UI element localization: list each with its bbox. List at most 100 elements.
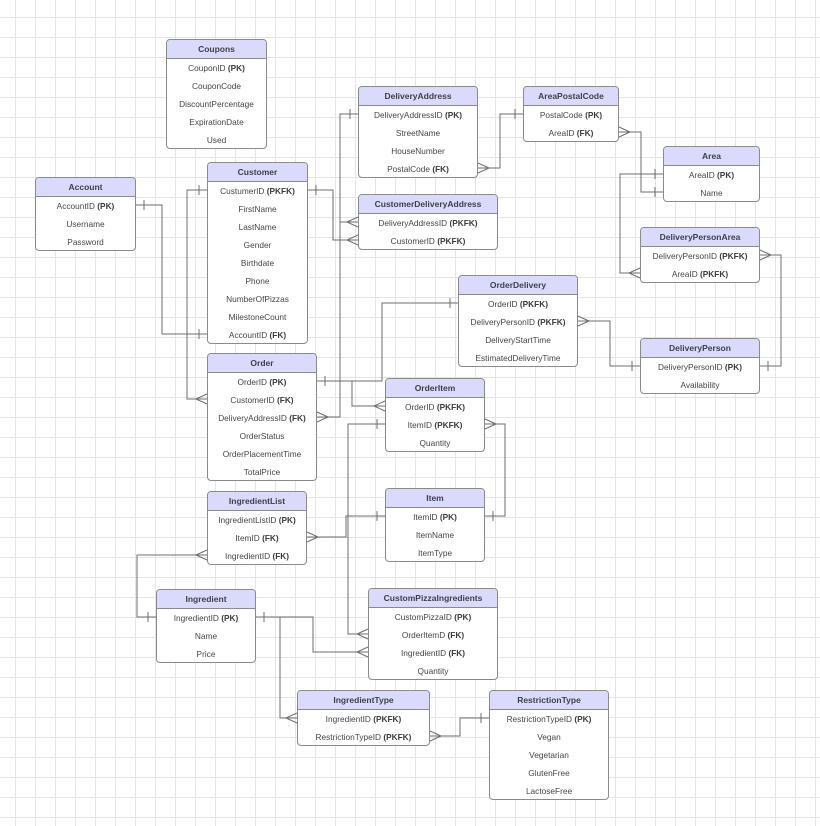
attribute-row[interactable]: DeliveryPersonID (PK) <box>641 358 759 376</box>
entity-title[interactable]: CustomPizzaIngredients <box>369 589 497 608</box>
attribute-row[interactable]: DeliveryStartTime <box>459 331 577 349</box>
attribute-row[interactable]: LastName <box>208 218 307 236</box>
attribute-row[interactable]: PostalCode (PK) <box>524 106 618 124</box>
attribute-row[interactable]: MilestoneCount <box>208 308 307 326</box>
entity-title[interactable]: DeliveryPerson <box>641 339 759 358</box>
attribute-row[interactable]: IngredientListID (PK) <box>208 511 306 529</box>
entity-title[interactable]: OrderItem <box>386 379 484 398</box>
attribute-row[interactable]: CouponID (PK) <box>167 59 266 77</box>
attribute-row[interactable]: Username <box>36 215 135 233</box>
attribute-row[interactable]: Name <box>664 184 759 201</box>
attribute-row[interactable]: AreaID (FK) <box>524 124 618 141</box>
attribute-row[interactable]: PostalCode (FK) <box>359 160 477 177</box>
entity-title[interactable]: Account <box>36 178 135 197</box>
attribute-row[interactable]: DeliveryAddressID (PK) <box>359 106 477 124</box>
entity-title[interactable]: DeliveryPersonArea <box>641 228 759 247</box>
attribute-row[interactable]: DeliveryPersonID (PKFK) <box>641 247 759 265</box>
attribute-row[interactable]: OrderPlacementTime <box>208 445 316 463</box>
entity-title[interactable]: Order <box>208 354 316 373</box>
attribute-row[interactable]: OrderStatus <box>208 427 316 445</box>
attribute-row[interactable]: DeliveryAddressID (PKFK) <box>359 214 497 232</box>
attribute-row[interactable]: Vegan <box>490 728 608 746</box>
attribute-row[interactable]: NumberOfPizzas <box>208 290 307 308</box>
entity-title[interactable]: DeliveryAddress <box>359 87 477 106</box>
entity-title[interactable]: Coupons <box>167 40 266 59</box>
entity-title[interactable]: IngredientType <box>298 691 429 710</box>
attribute-row[interactable]: Vegetarian <box>490 746 608 764</box>
attribute-row[interactable]: Birthdate <box>208 254 307 272</box>
entity-title[interactable]: IngredientList <box>208 492 306 511</box>
entity-title[interactable]: AreaPostalCode <box>524 87 618 106</box>
attribute-row[interactable]: Gender <box>208 236 307 254</box>
attribute-row[interactable]: DeliveryPersonID (PKFK) <box>459 313 577 331</box>
attribute-row[interactable]: CustomerID (PKFK) <box>359 232 497 249</box>
attribute-row[interactable]: OrderID (PK) <box>208 373 316 391</box>
attribute-row[interactable]: CustomerID (FK) <box>208 391 316 409</box>
attribute-row[interactable]: Price <box>157 645 255 662</box>
attribute-row[interactable]: Password <box>36 233 135 250</box>
attribute-row[interactable]: ItemID (PKFK) <box>386 416 484 434</box>
attribute-row[interactable]: IngredientID (FK) <box>208 547 306 564</box>
attribute-row[interactable]: Availability <box>641 376 759 393</box>
attribute-row[interactable]: AccountID (PK) <box>36 197 135 215</box>
attribute-row[interactable]: Phone <box>208 272 307 290</box>
attribute-row[interactable]: CustomPizzaID (PK) <box>369 608 497 626</box>
entity-title[interactable]: RestrictionType <box>490 691 608 710</box>
attribute-row[interactable]: Used <box>167 131 266 148</box>
attribute-row[interactable]: DiscountPercentage <box>167 95 266 113</box>
attribute-row[interactable]: ItemType <box>386 544 484 561</box>
attribute-row[interactable]: AreaID (PKFK) <box>641 265 759 282</box>
attribute-row[interactable]: RestrictionTypeID (PK) <box>490 710 608 728</box>
attribute-row[interactable]: AreaID (PK) <box>664 166 759 184</box>
attribute-row[interactable]: ItemID (PK) <box>386 508 484 526</box>
attribute-row[interactable]: IngredientID (PKFK) <box>298 710 429 728</box>
attribute-row[interactable]: StreetName <box>359 124 477 142</box>
attribute-row[interactable]: CustumerID (PKFK) <box>208 182 307 200</box>
attribute-row[interactable]: OrderID (PKFK) <box>459 295 577 313</box>
attribute-row[interactable]: ItemID (FK) <box>208 529 306 547</box>
attribute-row[interactable]: HouseNumber <box>359 142 477 160</box>
attribute-row[interactable]: ExpirationDate <box>167 113 266 131</box>
attribute-row[interactable]: OrderID (PKFK) <box>386 398 484 416</box>
entity-title[interactable]: OrderDelivery <box>459 276 577 295</box>
attribute-row[interactable]: FirstName <box>208 200 307 218</box>
entity-title[interactable]: Item <box>386 489 484 508</box>
attribute-row[interactable]: CouponCode <box>167 77 266 95</box>
attribute-row[interactable]: Quantity <box>369 662 497 679</box>
attribute-row[interactable]: GlutenFree <box>490 764 608 782</box>
entity-title[interactable]: CustomerDeliveryAddress <box>359 195 497 214</box>
attribute-row[interactable]: ItemName <box>386 526 484 544</box>
entity-title[interactable]: Area <box>664 147 759 166</box>
attribute-row[interactable]: IngredientID (FK) <box>369 644 497 662</box>
attribute-row[interactable]: Quantity <box>386 434 484 451</box>
attribute-row[interactable]: IngredientID (PK) <box>157 609 255 627</box>
entity-title[interactable]: Customer <box>208 163 307 182</box>
attribute-row[interactable]: DeliveryAddressID (FK) <box>208 409 316 427</box>
attribute-row[interactable]: TotalPrice <box>208 463 316 480</box>
entity-title[interactable]: Ingredient <box>157 590 255 609</box>
attribute-row[interactable]: LactoseFree <box>490 782 608 799</box>
attribute-row[interactable]: AccountID (FK) <box>208 326 307 343</box>
attribute-row[interactable]: OrderItemD (FK) <box>369 626 497 644</box>
attribute-row[interactable]: RestrictionTypeID (PKFK) <box>298 728 429 745</box>
attribute-row[interactable]: Name <box>157 627 255 645</box>
attribute-row[interactable]: EstimatedDeliveryTime <box>459 349 577 366</box>
